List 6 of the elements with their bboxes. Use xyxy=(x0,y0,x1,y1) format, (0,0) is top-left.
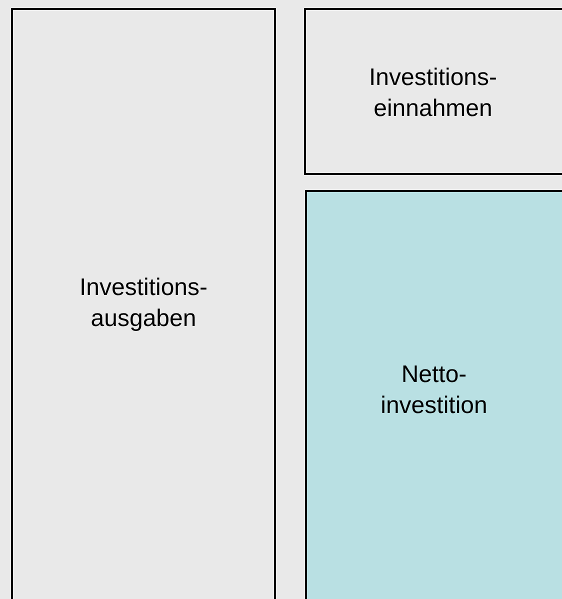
box-label: Netto- investition xyxy=(380,360,488,421)
box-label: Investitions- ausgaben xyxy=(78,273,209,334)
expense-box xyxy=(11,8,276,599)
income-box xyxy=(304,8,562,175)
net-investment-box xyxy=(305,190,562,599)
box-label: Investitions- einnahmen xyxy=(368,62,498,124)
